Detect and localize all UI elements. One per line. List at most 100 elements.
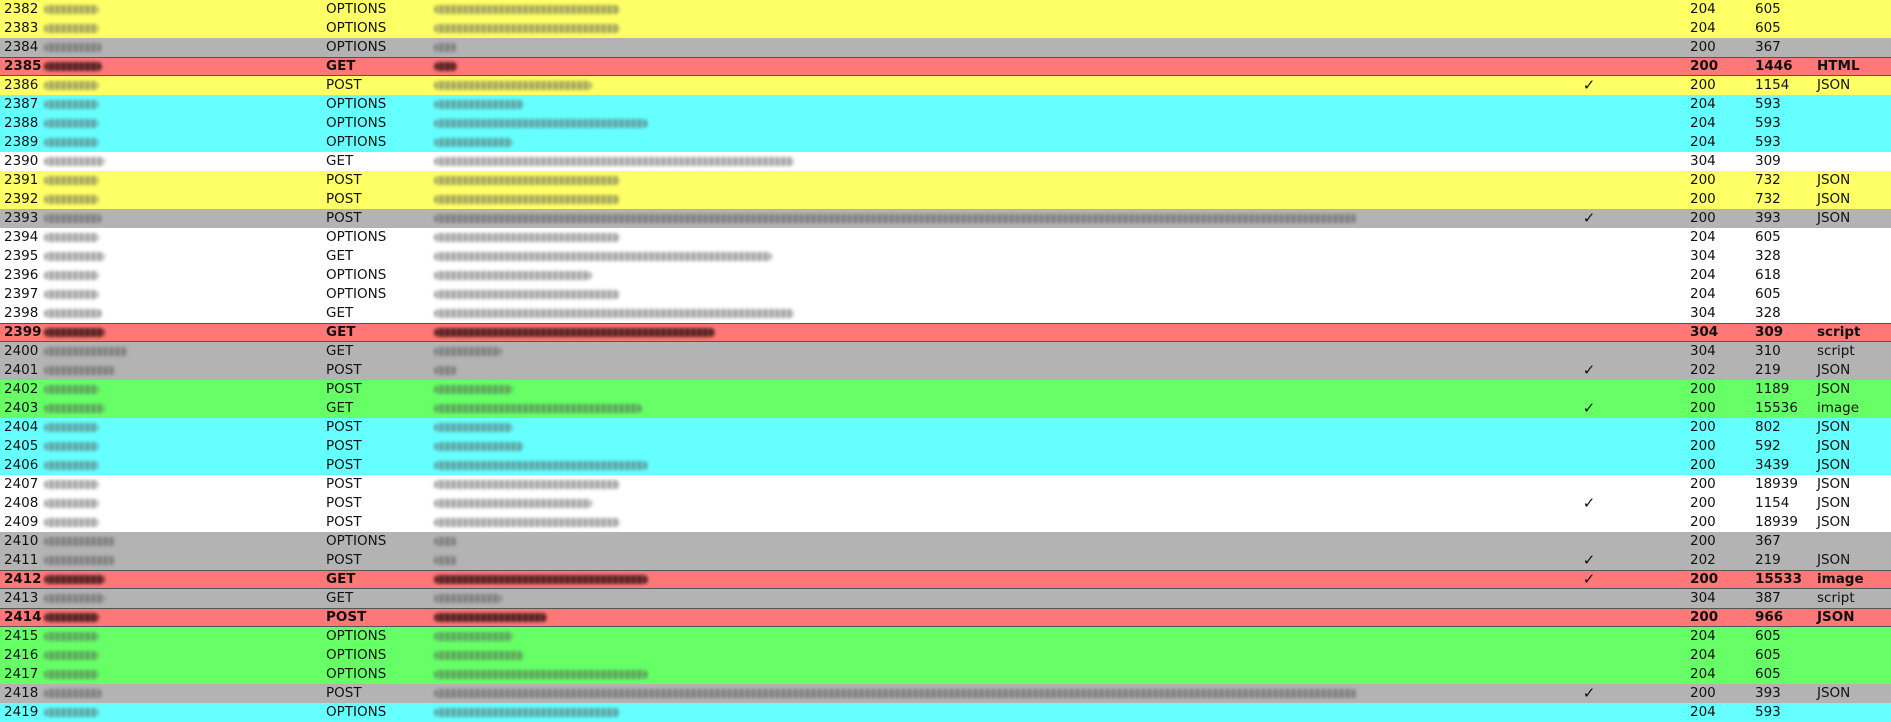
request-method: OPTIONS <box>326 39 387 55</box>
request-id: 2399 <box>4 324 42 340</box>
content-type <box>1817 0 1887 19</box>
request-id: 2396 <box>4 267 39 283</box>
url-redacted <box>434 670 648 679</box>
host-redacted <box>44 423 99 432</box>
check-icon <box>1580 418 1598 437</box>
check-icon <box>1580 57 1598 76</box>
url-redacted <box>434 24 620 33</box>
content-type <box>1817 95 1887 114</box>
status-code: 200 <box>1690 609 1719 625</box>
host-redacted <box>44 556 115 565</box>
url-redacted <box>434 366 457 375</box>
request-id: 2414 <box>4 609 42 625</box>
url-redacted <box>434 138 513 147</box>
request-method: GET <box>326 400 354 416</box>
content-type: JSON <box>1817 438 1851 454</box>
request-method: OPTIONS <box>326 20 387 36</box>
url-redacted <box>434 632 513 641</box>
url-redacted <box>434 119 648 128</box>
host-redacted <box>44 252 105 261</box>
request-id: 2394 <box>4 229 39 245</box>
response-size: 3439 <box>1755 457 1790 473</box>
check-icon <box>1580 456 1598 475</box>
content-type <box>1817 627 1887 646</box>
host-redacted <box>44 689 102 698</box>
request-id: 2407 <box>4 476 39 492</box>
status-code: 200 <box>1690 438 1716 454</box>
host-redacted <box>44 613 99 622</box>
content-type <box>1817 703 1887 722</box>
response-size: 605 <box>1755 666 1781 682</box>
response-size: 15533 <box>1755 571 1802 587</box>
url-redacted <box>434 461 648 470</box>
response-size: 605 <box>1755 628 1781 644</box>
check-icon <box>1580 95 1598 114</box>
status-code: 304 <box>1690 305 1716 321</box>
content-type: JSON <box>1817 362 1851 378</box>
request-id: 2419 <box>4 704 39 720</box>
content-type: JSON <box>1817 609 1855 625</box>
status-code: 200 <box>1690 476 1716 492</box>
request-id: 2389 <box>4 134 39 150</box>
status-code: 204 <box>1690 628 1716 644</box>
check-icon: ✓ <box>1582 684 1596 702</box>
check-icon <box>1580 304 1598 323</box>
check-icon: ✓ <box>1582 361 1596 379</box>
url-redacted <box>434 43 457 52</box>
request-method: POST <box>326 609 367 625</box>
response-size: 605 <box>1755 1 1781 17</box>
response-size: 387 <box>1755 590 1781 606</box>
request-method: OPTIONS <box>326 96 387 112</box>
response-size: 732 <box>1755 172 1781 188</box>
response-size: 605 <box>1755 286 1781 302</box>
host-redacted <box>44 708 99 717</box>
host-redacted <box>44 461 99 470</box>
request-method: OPTIONS <box>326 647 387 663</box>
url-redacted <box>434 290 620 299</box>
content-type <box>1817 19 1887 38</box>
url-redacted <box>434 309 794 318</box>
url-redacted <box>434 423 513 432</box>
request-id: 2392 <box>4 191 39 207</box>
host-redacted <box>44 499 99 508</box>
request-id: 2395 <box>4 248 39 264</box>
